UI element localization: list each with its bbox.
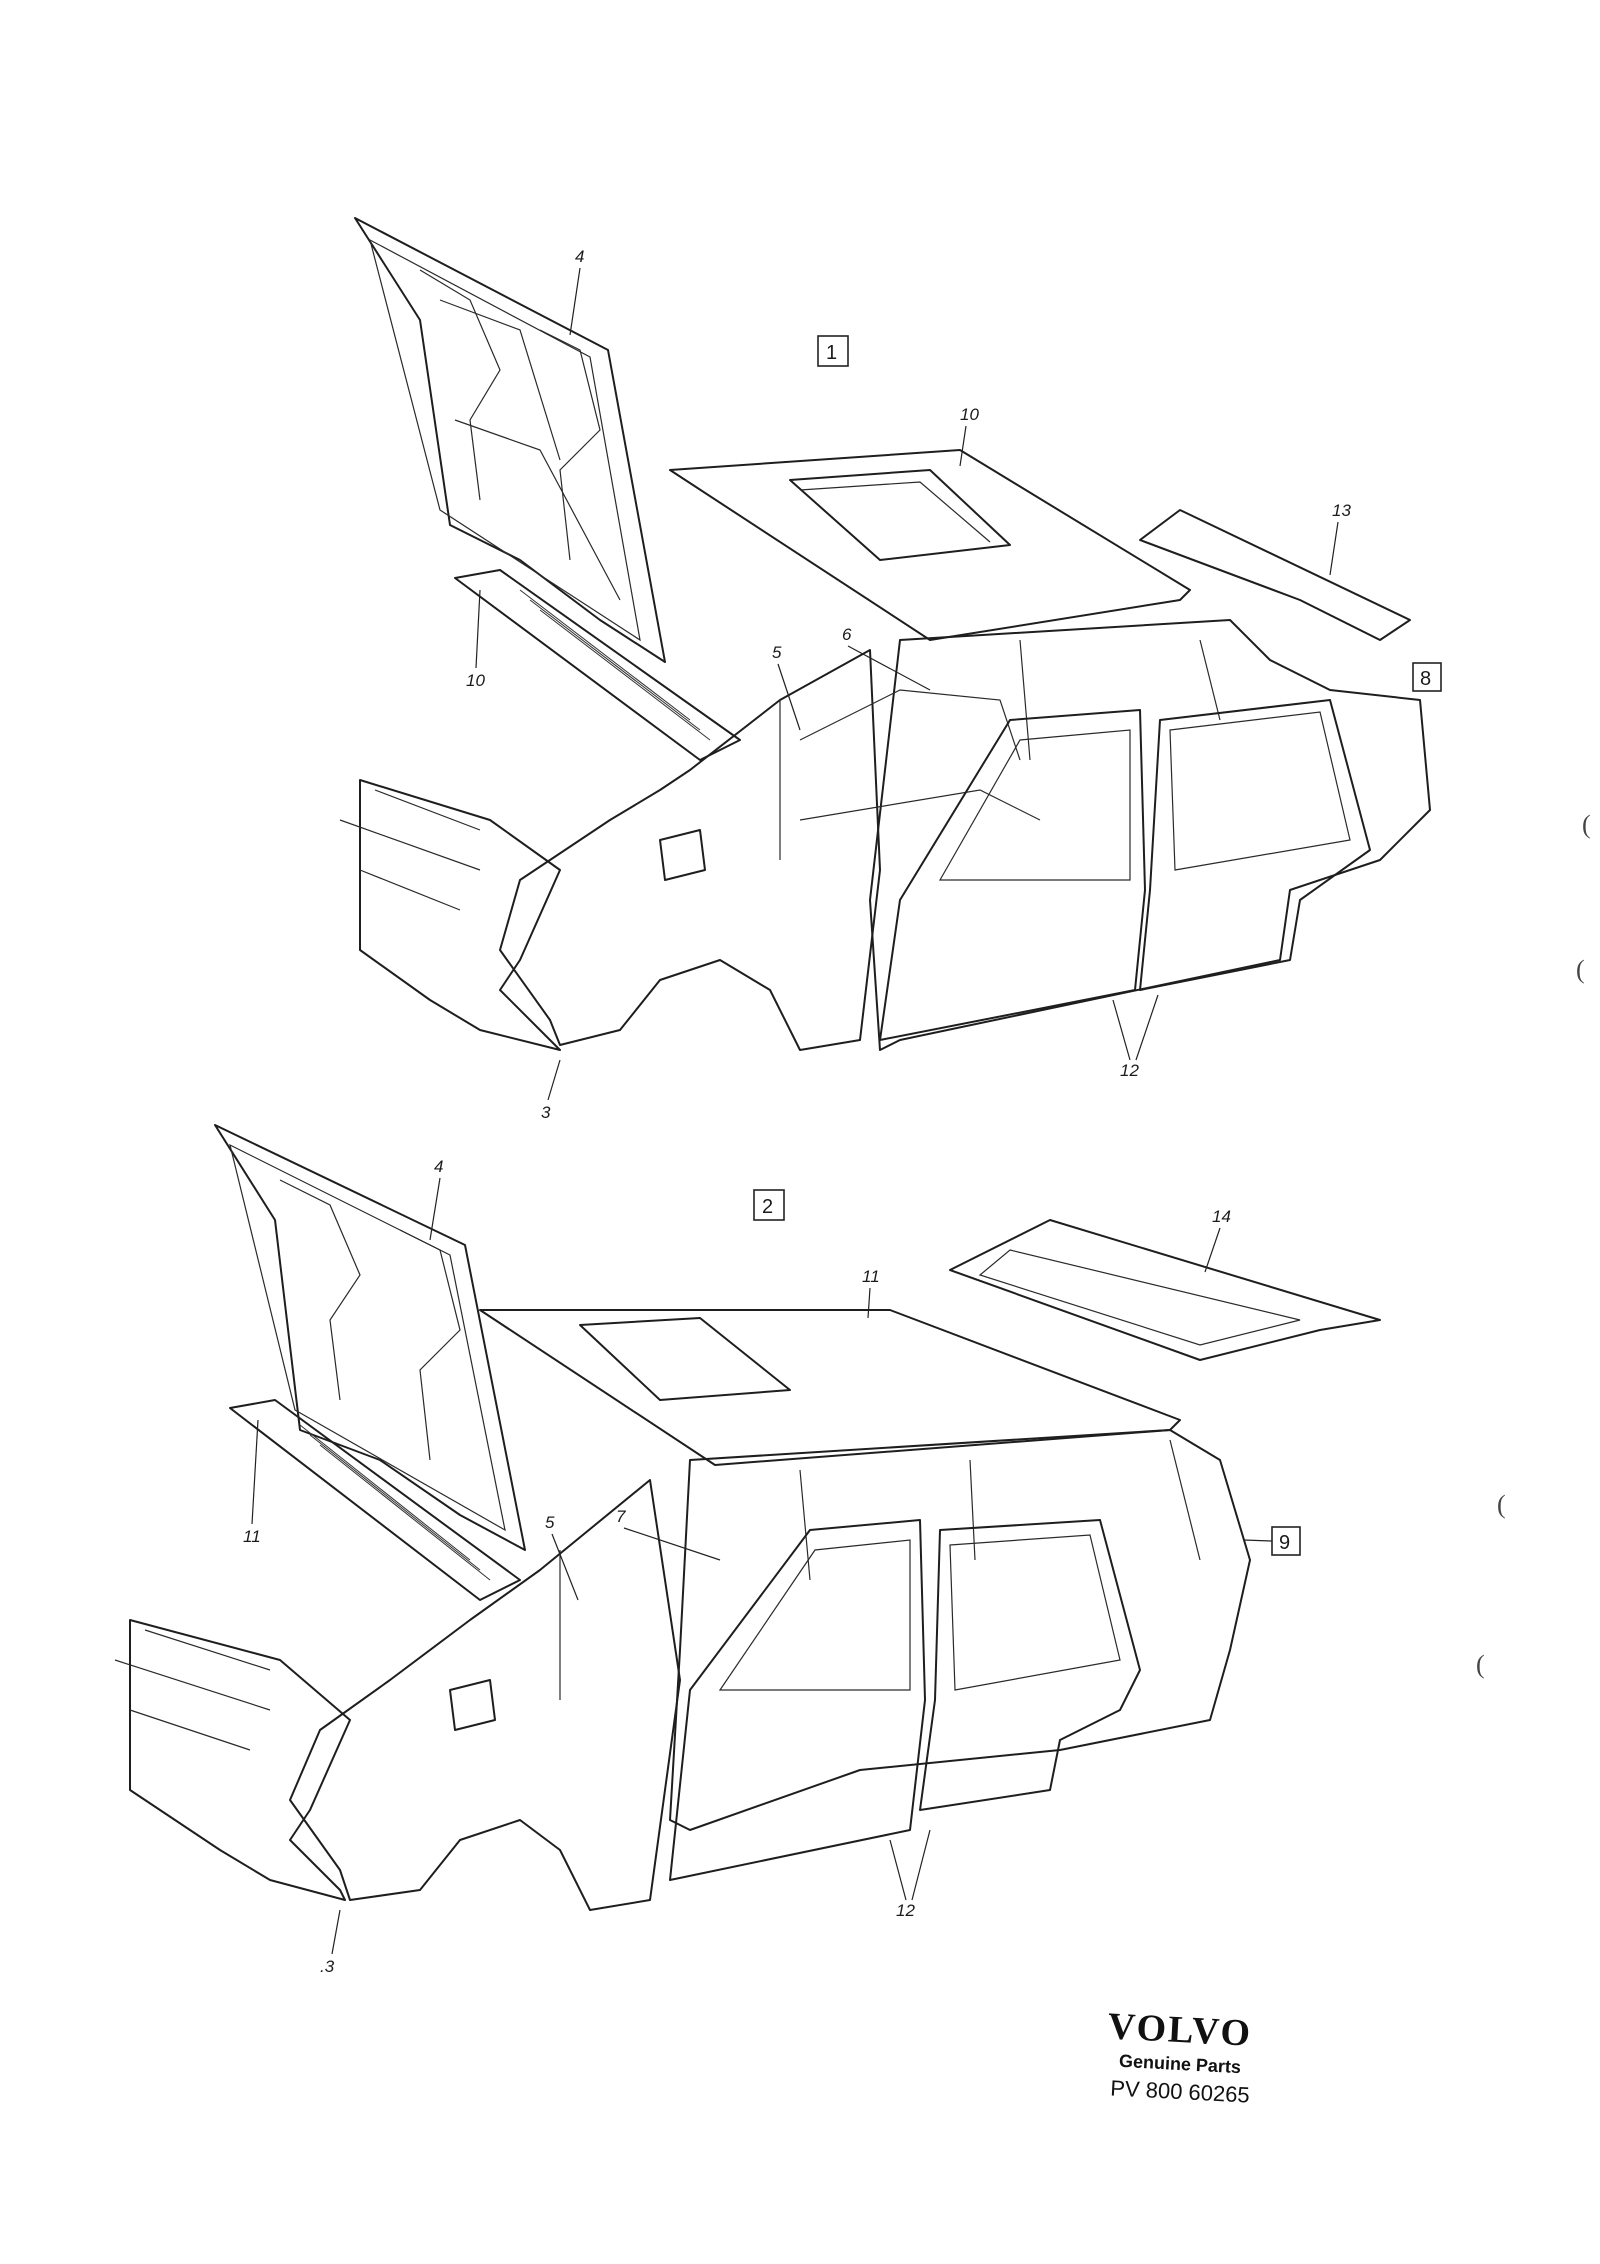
wagon-view-number: 2: [762, 1196, 773, 1218]
volvo-genuine-parts-mark: VOLVO Genuine Parts PV 800 60265: [1080, 2005, 1280, 2107]
wagon-roof-panel: [479, 1309, 1181, 1466]
sedan-hood-panel: [354, 217, 666, 663]
sedan-view: 1 4 10 10 13 8 5 6 12 3: [339, 217, 1442, 1122]
sedan-trunk-lid: [1139, 509, 1411, 641]
sedan-callout-cowl: 10: [466, 671, 485, 690]
sedan-roof-panel: [669, 449, 1191, 641]
wagon-hood-panel: [214, 1124, 526, 1551]
sedan-callout-a-pillar: 5: [772, 643, 782, 662]
wagon-tailgate: [949, 1219, 1381, 1361]
wagon-callout-tailgate: 14: [1212, 1207, 1231, 1226]
sedan-callout-roof: 10: [960, 405, 979, 424]
wagon-callout-roof: 11: [862, 1267, 880, 1286]
wagon-view: 2 4 11 11 14 9 5 7 12 .3: [114, 1124, 1381, 1976]
wagon-callout-rear-body: 9: [1279, 1532, 1290, 1554]
wagon-callout-a-pillar: 5: [545, 1513, 555, 1532]
sedan-view-number: 1: [826, 342, 837, 364]
sedan-callout-hood: 4: [575, 247, 584, 266]
margin-mark: (: [1476, 1650, 1485, 1679]
sedan-callout-trunk-lid: 13: [1332, 501, 1351, 520]
sedan-callout-doors: 12: [1120, 1061, 1139, 1080]
margin-mark: (: [1582, 810, 1591, 839]
volvo-logo-text: VOLVO: [1106, 2005, 1254, 2055]
wagon-view-box: [753, 1189, 785, 1221]
sedan-cowl-panel: [454, 569, 741, 761]
sedan-callout-front-member: 3: [541, 1103, 551, 1122]
wagon-cowl-panel: [229, 1399, 521, 1601]
part-number: PV 800 60265: [1109, 2075, 1251, 2108]
wagon-callout-floor: 7: [616, 1507, 626, 1526]
wagon-body-shell: [114, 1429, 1251, 1911]
margin-mark: (: [1497, 1490, 1506, 1519]
sedan-body-shell: [339, 619, 1431, 1051]
sedan-callout-rear-body-box: [1412, 662, 1442, 692]
wagon-callout-front-member: .3: [320, 1957, 335, 1976]
margin-mark: (: [1576, 955, 1585, 984]
wagon-callout-hood: 4: [434, 1157, 443, 1176]
sedan-callout-rear-body: 8: [1420, 668, 1431, 690]
sedan-callout-floor: 6: [842, 625, 852, 644]
wagon-callout-cowl: 11: [243, 1527, 261, 1546]
sedan-view-box: [817, 335, 849, 367]
wagon-callout-doors: 12: [896, 1901, 915, 1920]
